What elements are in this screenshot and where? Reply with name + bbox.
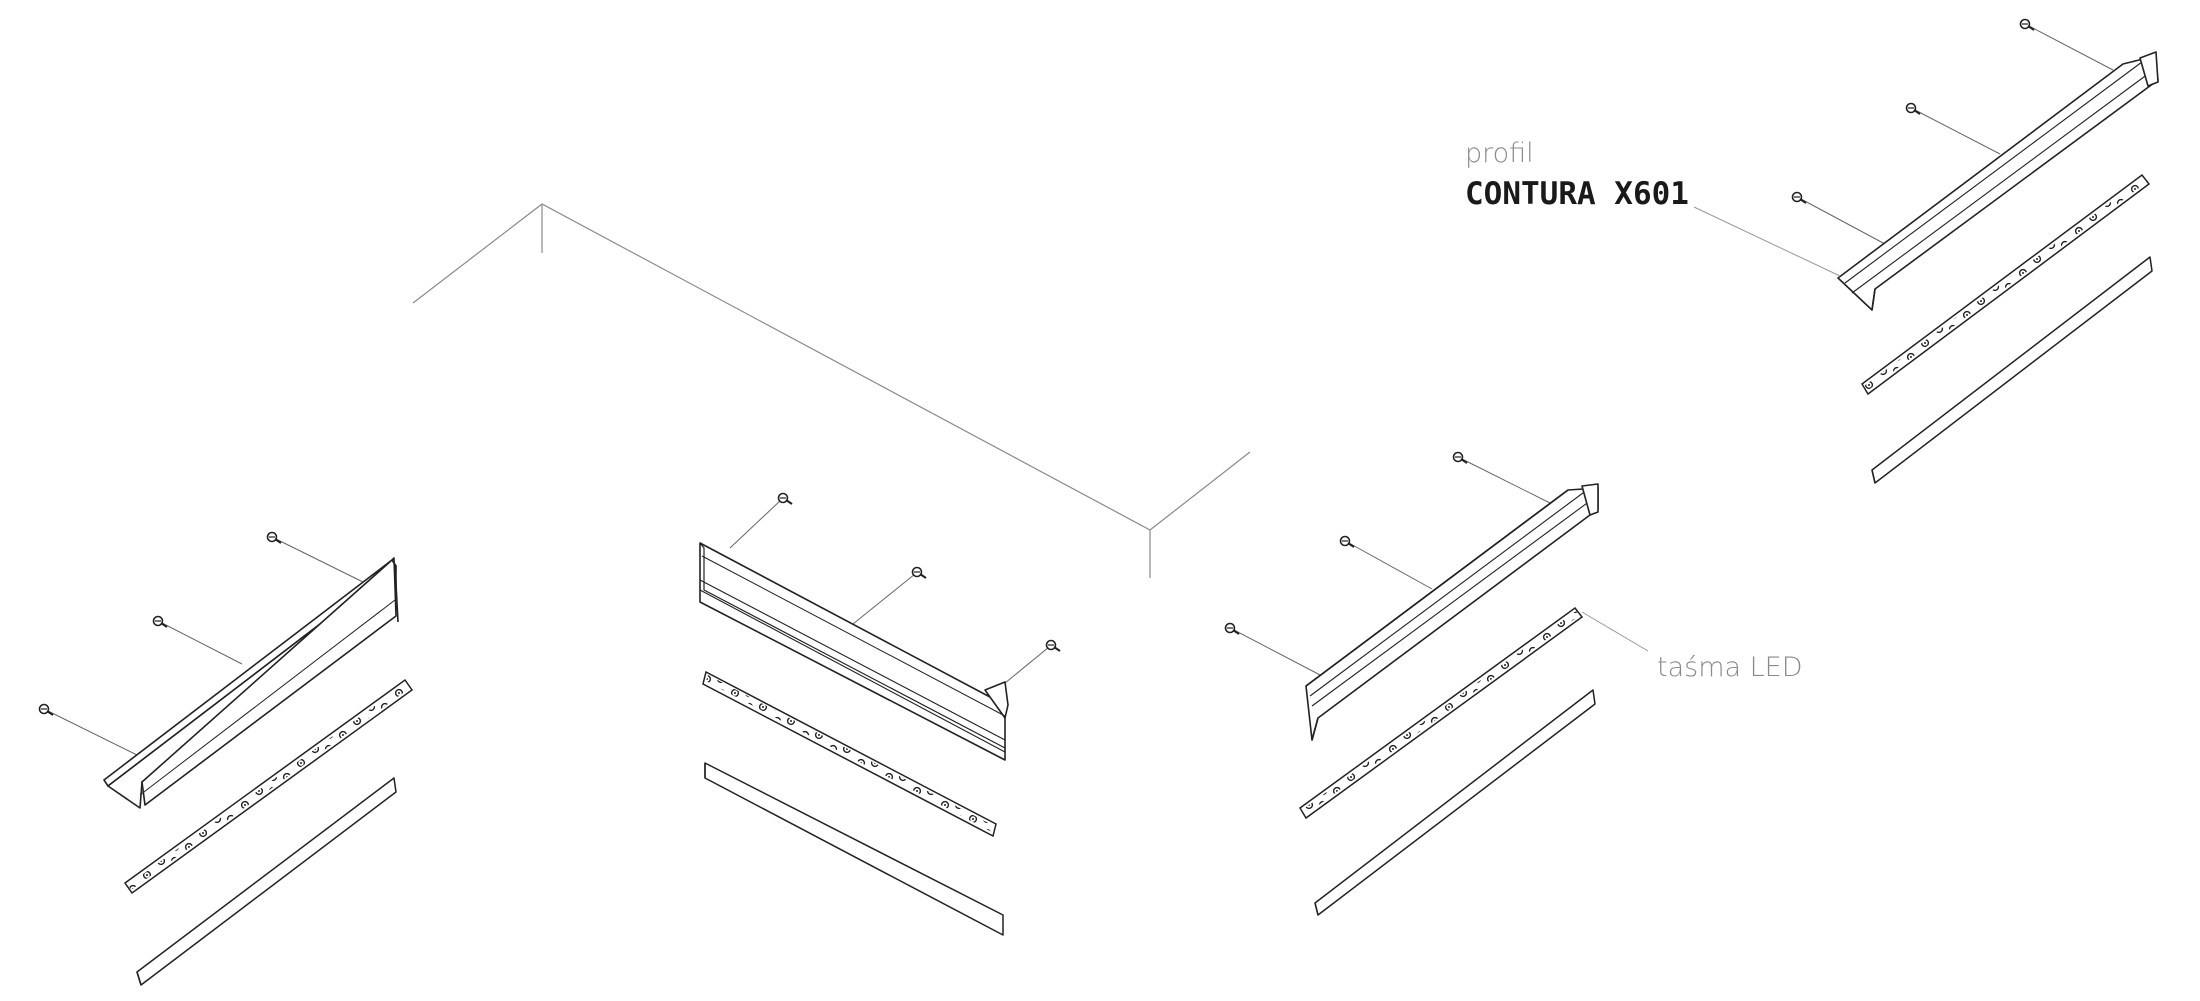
screw-icon — [1045, 639, 1061, 652]
assembly-top-right — [1693, 18, 2159, 484]
assembly-right-center — [1224, 451, 1649, 916]
screw-icon — [1791, 191, 1807, 204]
screw-icon — [1339, 535, 1355, 548]
mounting-screws — [1791, 18, 2114, 245]
led-strip-label: taśma LED — [1657, 652, 1803, 683]
profile-prefix-label: profil — [1465, 138, 1534, 169]
aluminium-profile — [699, 542, 1009, 761]
mounting-screws — [1224, 451, 1551, 677]
diffuser-cover — [136, 777, 397, 986]
led-strip — [123, 678, 414, 895]
led-strip — [1861, 173, 2151, 396]
assembly-center — [699, 492, 1061, 936]
screw-icon — [1905, 102, 1921, 115]
screw-icon — [38, 703, 54, 716]
screw-icon — [1452, 451, 1468, 464]
screw-icon — [911, 566, 927, 579]
aluminium-profile — [1305, 483, 1599, 741]
screw-icon — [2019, 18, 2035, 31]
screw-icon — [266, 531, 282, 544]
screw-icon — [152, 615, 168, 628]
strip-leader-line — [1581, 611, 1649, 652]
assembly-left — [38, 531, 414, 986]
screw-icon — [1224, 622, 1240, 635]
diffuser-cover — [1314, 689, 1596, 916]
mounting-screws — [38, 531, 366, 756]
profile-name-label: CONTURA X601 — [1465, 176, 1689, 212]
diffuser-cover — [704, 762, 1004, 936]
led-strip — [702, 670, 997, 838]
room-corner-outline — [412, 203, 1251, 578]
aluminium-profile — [103, 557, 399, 809]
profile-leader-line — [1693, 206, 1841, 277]
led-strip — [1299, 606, 1584, 820]
aluminium-profile — [1837, 51, 2159, 311]
screw-icon — [777, 492, 793, 505]
diffuser-cover — [1871, 256, 2153, 484]
